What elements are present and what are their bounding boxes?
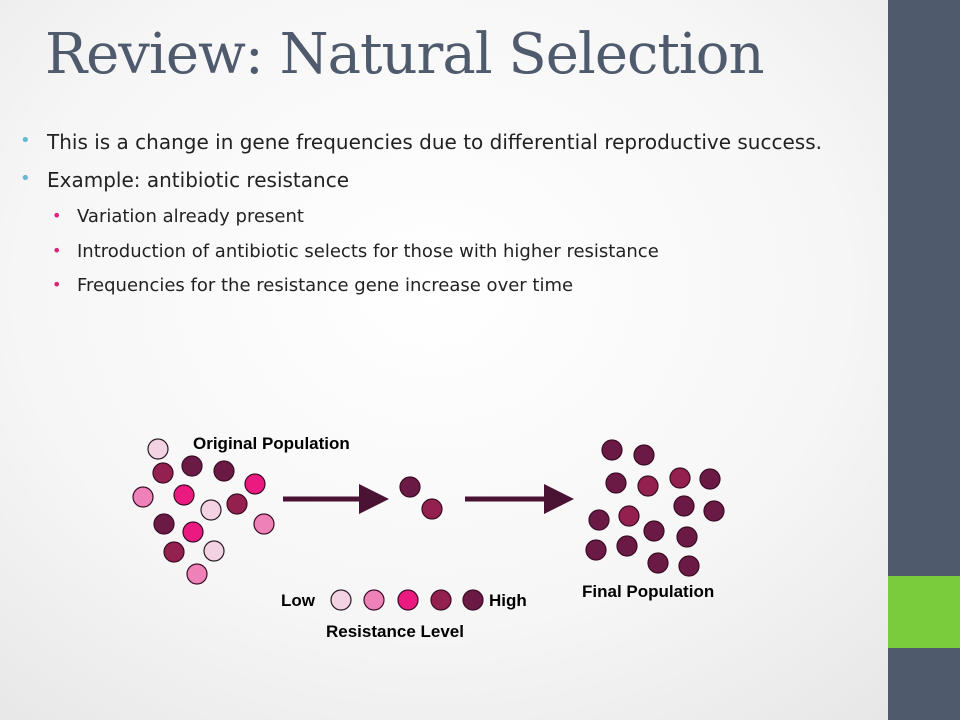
population-dot (163, 541, 185, 563)
population-dot (244, 473, 266, 495)
bullet-item: • This is a change in gene frequencies d… (20, 130, 870, 155)
sub-bullet-text: Frequencies for the resistance gene incr… (77, 275, 574, 296)
sub-bullet-dot-icon: • (52, 275, 62, 294)
population-dot (253, 513, 275, 535)
population-dot (633, 444, 655, 466)
bullet-text: Example: antibiotic resistance (47, 168, 349, 192)
population-dot (703, 500, 725, 522)
sub-bullet-dot-icon: • (52, 240, 62, 260)
legend-title: Resistance Level (326, 622, 464, 641)
legend-low-label: Low (281, 591, 316, 610)
population-dot (173, 484, 195, 506)
bullet-dot-icon: • (20, 130, 31, 151)
legend-dot (397, 589, 419, 611)
population-dot (673, 495, 695, 517)
population-dot (421, 498, 443, 520)
population-dot (200, 499, 222, 521)
original-population (132, 438, 275, 585)
population-dot (147, 438, 169, 460)
legend-dot (430, 589, 452, 611)
sub-bullet-item: • Variation already present (20, 206, 870, 229)
population-dot (152, 462, 174, 484)
sidebar-accent (888, 576, 960, 648)
population-dot (226, 493, 248, 515)
bullet-list: • This is a change in gene frequencies d… (20, 130, 870, 310)
legend-dot (462, 589, 484, 611)
original-population-label: Original Population (193, 434, 350, 453)
population-dot (643, 520, 665, 542)
population-dot (132, 486, 154, 508)
population-dot (399, 476, 421, 498)
sub-bullet-item: • Frequencies for the resistance gene in… (20, 275, 870, 298)
population-dot (153, 513, 175, 535)
population-dot (588, 509, 610, 531)
sub-bullet-dot-icon: • (52, 206, 62, 225)
population-dot (601, 439, 623, 461)
bullet-dot-icon: • (20, 168, 31, 189)
population-dot (699, 468, 721, 490)
population-dot (605, 472, 627, 494)
bullet-item: • Example: antibiotic resistance (20, 168, 870, 193)
population-dot (669, 467, 691, 489)
slide-title: Review: Natural Selection (45, 22, 765, 87)
population-dot (585, 539, 607, 561)
population-dot (213, 460, 235, 482)
population-dot (186, 563, 208, 585)
population-dot (618, 505, 640, 527)
bullet-text: This is a change in gene frequencies due… (47, 130, 822, 154)
sub-bullet-text: Variation already present (77, 206, 304, 227)
legend-high-label: High (489, 591, 527, 610)
sub-bullet-text: Introduction of antibiotic selects for t… (77, 240, 659, 262)
final-population (585, 439, 725, 577)
population-dot (182, 521, 204, 543)
legend-dot (363, 589, 385, 611)
selection-diagram: Original Population Final Population Low… (132, 434, 725, 641)
sub-bullet-item: • Introduction of antibiotic selects for… (20, 241, 870, 264)
population-dot (647, 552, 669, 574)
final-population-label: Final Population (582, 582, 714, 601)
population-dot (203, 540, 225, 562)
resistance-legend (330, 589, 484, 611)
population-dot (616, 535, 638, 557)
population-dot (676, 526, 698, 548)
population-dot (637, 475, 659, 497)
population-dot (678, 555, 700, 577)
population-dot (181, 455, 203, 477)
surviving-population (399, 476, 443, 520)
legend-dot (330, 589, 352, 611)
